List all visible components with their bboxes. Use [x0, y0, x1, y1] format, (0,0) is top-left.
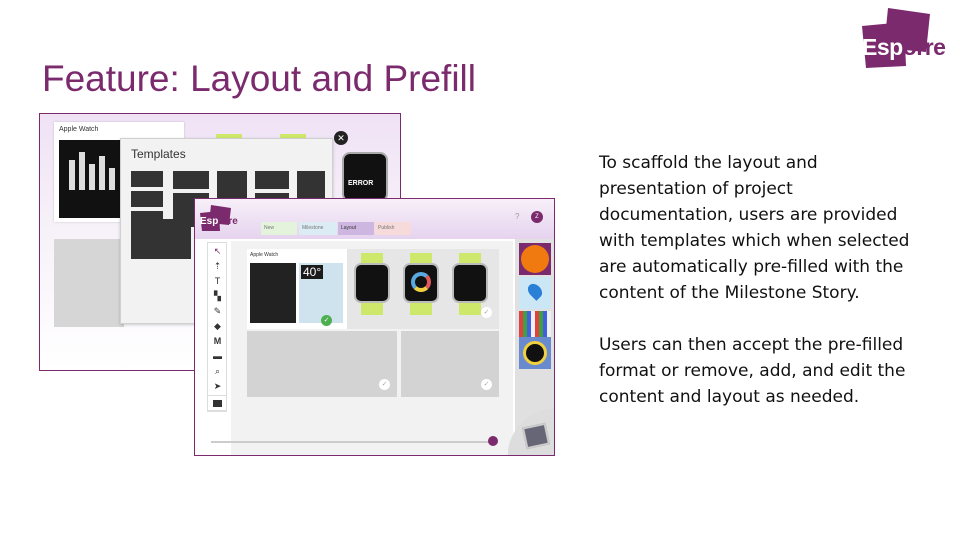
send-icon[interactable]: ➤ — [213, 381, 222, 391]
text-icon[interactable]: T — [214, 276, 221, 286]
zoom-icon[interactable]: ⌕ — [214, 366, 221, 376]
help-icon[interactable]: ? — [515, 212, 520, 221]
stack-image — [521, 422, 551, 450]
shape-icon[interactable]: ▚ — [214, 291, 221, 301]
asset-thumbnail[interactable] — [519, 337, 551, 369]
marker-icon[interactable]: M — [213, 336, 222, 346]
description-paragraph-2: Users can then accept the pre-filled for… — [599, 335, 906, 407]
logo-shape — [862, 8, 930, 68]
check-icon[interactable]: ✓ — [481, 379, 492, 390]
logo-shape — [200, 205, 231, 231]
cursor-icon[interactable]: ↖ — [213, 246, 222, 256]
logo-text-tail: orre — [218, 216, 238, 227]
watch-preview — [354, 263, 390, 303]
template-option[interactable] — [255, 171, 289, 189]
watch-strap — [459, 253, 481, 265]
placeholder-panel — [54, 239, 124, 327]
logo-text-main: Esp — [862, 34, 903, 60]
templates-title: Templates — [131, 147, 186, 161]
placeholder-panel[interactable]: ✓ — [401, 331, 499, 397]
slide-title: Feature: Layout and Prefill — [42, 58, 476, 99]
tab-new[interactable]: New — [261, 222, 297, 235]
watch-strap — [410, 253, 432, 265]
zoom-slider-handle[interactable] — [488, 436, 498, 446]
watch-strap — [410, 303, 432, 315]
template-option[interactable] — [131, 219, 191, 259]
watch-error-text: ERROR — [348, 180, 374, 187]
watch-preview — [452, 263, 488, 303]
esporre-logo-small: Esporre — [199, 205, 241, 231]
tab-milestone[interactable]: Milestone — [299, 222, 337, 235]
esporre-logo: Esporre — [860, 8, 954, 68]
comment-icon[interactable]: ▬ — [213, 351, 222, 361]
logo-text: Esporre — [862, 34, 946, 61]
template-option[interactable] — [173, 171, 209, 189]
layout-editor-screenshot: Esporre New Milestone Layout Publish ? Z… — [194, 198, 555, 456]
watch-strap — [459, 303, 481, 315]
stop-icon[interactable] — [207, 395, 227, 411]
asset-thumbnail[interactable] — [519, 243, 551, 275]
apple-watch-card[interactable]: Apple Watch 40° ✓ — [247, 249, 347, 329]
feature-description: To scaffold the layout and presentation … — [599, 150, 929, 436]
template-option[interactable] — [131, 171, 163, 187]
watch-face-image — [250, 263, 296, 323]
pen-icon[interactable]: ✎ — [213, 306, 222, 316]
temperature-text: 40° — [301, 265, 324, 279]
watch-gallery-card[interactable]: ✓ — [347, 249, 499, 329]
template-option[interactable] — [131, 191, 163, 207]
logo-text-small: Esporre — [200, 216, 238, 227]
map-pin-icon[interactable] — [519, 277, 551, 309]
logo-text-tail: orre — [902, 34, 946, 60]
fill-icon[interactable]: ◆ — [214, 321, 221, 331]
editor-header: Esporre New Milestone Layout Publish ? Z — [195, 199, 554, 239]
check-icon[interactable]: ✓ — [379, 379, 390, 390]
watch-strap — [361, 253, 383, 265]
close-icon[interactable]: ✕ — [334, 131, 348, 145]
description-paragraph-1: To scaffold the layout and presentation … — [599, 153, 910, 303]
tab-publish[interactable]: Publish — [375, 222, 411, 235]
watch-face-image: 40° — [299, 263, 343, 323]
check-icon[interactable]: ✓ — [481, 307, 492, 318]
watch-strap — [361, 303, 383, 315]
watch-face-image — [59, 140, 129, 218]
media-stack[interactable] — [508, 407, 554, 455]
placeholder-panel[interactable]: ✓ — [247, 331, 397, 397]
logo-text-main: Esp — [200, 216, 219, 227]
card-label: Apple Watch — [250, 252, 279, 258]
layout-canvas[interactable]: Apple Watch 40° ✓ ✓ ✓ ✓ — [231, 241, 513, 455]
check-icon[interactable]: ✓ — [321, 315, 332, 326]
tab-layout[interactable]: Layout — [338, 222, 374, 235]
zoom-slider-track[interactable] — [211, 441, 491, 443]
watch-preview: ERROR — [342, 152, 388, 202]
watch-preview — [403, 263, 439, 303]
avatar[interactable]: Z — [531, 211, 543, 223]
upload-icon[interactable]: ⇡ — [213, 261, 222, 271]
tool-palette: ↖ ⇡ T ▚ ✎ ◆ M ▬ ⌕ ➤ — [207, 242, 227, 412]
card-label: Apple Watch — [59, 126, 99, 133]
